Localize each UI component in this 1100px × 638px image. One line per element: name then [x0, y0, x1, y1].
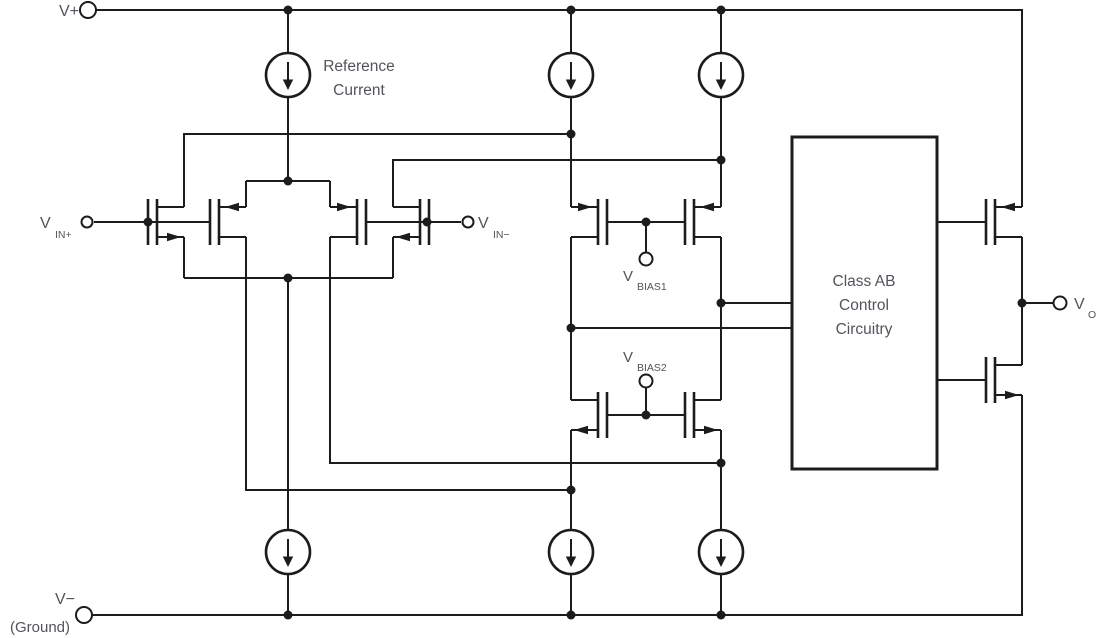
mosfet-cascode-nmos-left	[569, 390, 609, 440]
vout-label: V	[1074, 296, 1085, 313]
current-source-reference	[264, 51, 312, 99]
wire-top-rail	[96, 9, 1023, 207]
class-ab-label-line2: Control	[839, 297, 889, 314]
junction-dot	[566, 610, 576, 620]
mosfet-output-nmos	[984, 355, 1024, 405]
junction-dot	[283, 5, 293, 15]
junction-dot	[143, 217, 153, 227]
junction-dot	[422, 217, 432, 227]
wire-nmos-right-drain-fold	[392, 159, 721, 207]
vin-minus-label: V	[478, 215, 489, 232]
junction-dot	[1017, 298, 1027, 308]
class-ab-label-line3: Circuitry	[836, 321, 893, 338]
vminus-terminal	[75, 606, 93, 624]
junction-dot	[716, 458, 726, 468]
mosfet-cascode-pmos-right	[683, 197, 723, 247]
vbias2-terminal	[638, 373, 654, 389]
current-source-bottom-right	[697, 528, 745, 576]
mosfet-output-pmos	[984, 197, 1024, 247]
vminus-label: V−	[55, 591, 75, 608]
wire-network	[92, 9, 1053, 616]
junction-dot	[566, 323, 576, 333]
vin-minus-terminal	[461, 215, 475, 229]
vout-subscript: O	[1088, 309, 1096, 321]
mosfet-cascode-pmos-left	[569, 197, 609, 247]
junction-dot	[283, 610, 293, 620]
current-source-bottom-left	[264, 528, 312, 576]
junction-dot	[716, 155, 726, 165]
vbias1-label: V	[623, 268, 633, 285]
mosfet-cascode-nmos-right	[683, 390, 723, 440]
wire-pmos-left-drain-fold	[245, 237, 571, 491]
vbias2-subscript: BIAS2	[637, 362, 667, 374]
class-ab-label-line1: Class AB	[833, 273, 896, 290]
wire-bottom-rail	[92, 395, 1023, 616]
vin-minus-subscript: IN−	[493, 229, 510, 241]
terminals	[75, 1, 1068, 624]
class-ab-control-box	[790, 135, 939, 471]
junction-dot	[283, 176, 293, 186]
labels: V+ V− (Ground) V IN+ V IN− Reference Cur…	[10, 3, 1096, 636]
junction-dot	[716, 5, 726, 15]
vin-plus-label: V	[40, 215, 51, 232]
junction-dot	[566, 485, 576, 495]
junction-dot	[641, 410, 651, 420]
mosfet-input-pmos-right	[328, 197, 368, 247]
vin-plus-subscript: IN+	[55, 229, 72, 241]
vbias1-terminal	[638, 251, 654, 267]
junction-dot	[566, 129, 576, 139]
reference-current-label-line1: Reference	[323, 58, 395, 75]
current-source-bottom-middle	[547, 528, 595, 576]
vbias2-label: V	[623, 349, 633, 366]
junction-dot	[566, 5, 576, 15]
junction-dot	[716, 298, 726, 308]
vin-plus-terminal	[80, 215, 94, 229]
vbias1-subscript: BIAS1	[637, 281, 667, 293]
vplus-label: V+	[59, 3, 79, 20]
junction-dot	[716, 610, 726, 620]
mosfet-input-pmos-left	[208, 197, 248, 247]
ground-label: (Ground)	[10, 619, 70, 636]
junction-dot	[283, 273, 293, 283]
current-source-top-right	[697, 51, 745, 99]
current-source-top-middle	[547, 51, 595, 99]
junction-dots	[143, 5, 1027, 620]
wire-pmos-right-drain-fold	[329, 237, 721, 464]
components	[146, 51, 1024, 576]
vplus-terminal	[79, 1, 97, 19]
vout-terminal	[1052, 295, 1068, 311]
junction-dot	[641, 217, 651, 227]
wire-nmos-left-drain-fold	[183, 133, 571, 207]
reference-current-label-line2: Current	[333, 82, 385, 99]
